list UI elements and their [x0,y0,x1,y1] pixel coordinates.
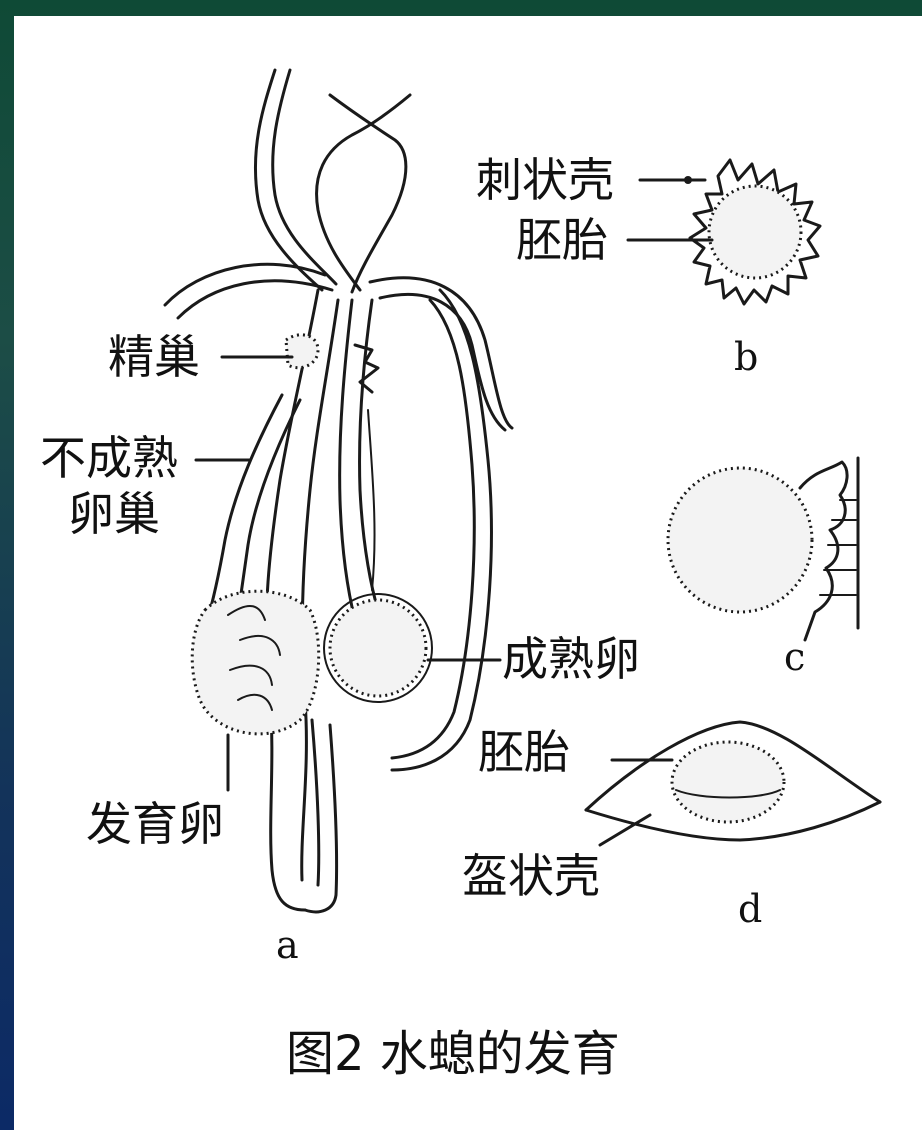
label-shield-shell: 盔状壳 [462,849,600,903]
label-embryo-b: 胚胎 [516,213,608,267]
shield-embryo-drawing [586,722,880,845]
label-mature-egg: 成熟卵 [502,632,640,686]
figure-caption: 图2 水螅的发育 [286,1026,620,1082]
label-spiny-shell: 刺状壳 [476,153,614,207]
panel-d-letter: d [738,887,762,931]
panel-a-letter: a [276,923,299,967]
hydra-drawing [165,70,512,912]
label-immature-ovary-line1: 不成熟 [40,431,178,485]
label-testis: 精巢 [108,330,200,384]
label-embryo-d: 胚胎 [478,725,570,779]
panel-c-letter: c [784,635,805,679]
spiny-embryo-drawing [628,160,820,304]
attached-egg-drawing [668,458,858,640]
panel-b-letter: b [734,335,758,379]
label-immature-ovary-line2: 卵巢 [68,487,160,541]
label-developing-egg: 发育卵 [86,797,224,851]
